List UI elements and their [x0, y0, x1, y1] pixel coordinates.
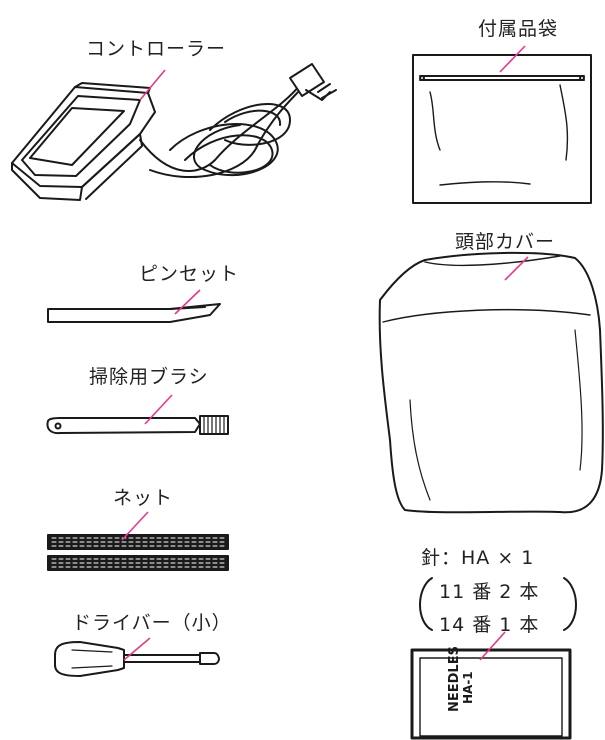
cleaning-brush-label: 掃除用ブラシ	[89, 366, 209, 388]
cleaning-brush-icon	[46, 415, 229, 435]
needles-right-bracket	[563, 577, 577, 631]
foot-controller-label: コントローラー	[86, 38, 227, 60]
tweezers-label: ピンセット	[139, 263, 240, 285]
screwdriver-leader	[123, 637, 151, 661]
foot-controller-icon	[11, 63, 337, 201]
net-leader	[121, 511, 149, 541]
accessory-bag-label: 付属品袋	[478, 18, 559, 40]
accessory-bag-icon	[412, 54, 592, 204]
tweezers-leader	[174, 289, 201, 315]
net-icon	[47, 534, 229, 571]
needle-pack-text-1: NEEDLES	[447, 646, 462, 712]
needle-pack-icon	[410, 648, 572, 740]
tweezers-icon	[47, 303, 221, 323]
needle-pack-leader	[479, 631, 506, 661]
needles-line-1: 11 番 2 本	[439, 581, 540, 603]
cleaning-brush-leader	[144, 394, 173, 425]
accessory-bag-leader	[499, 45, 526, 73]
needles-title: 針：HA × 1	[421, 547, 535, 569]
head-cover-leader	[504, 256, 529, 281]
foot-controller-leader	[139, 69, 166, 101]
head-cover-icon	[378, 251, 604, 514]
head-cover-label: 頭部カバー	[455, 231, 556, 253]
needles-left-bracket	[419, 577, 433, 631]
screwdriver-label: ドライバー（小）	[72, 612, 232, 634]
net-label: ネット	[113, 487, 174, 509]
needle-pack-text-2: HA-1	[461, 671, 475, 704]
screwdriver-icon	[54, 641, 220, 677]
needles-line-2: 14 番 1 本	[439, 614, 540, 636]
